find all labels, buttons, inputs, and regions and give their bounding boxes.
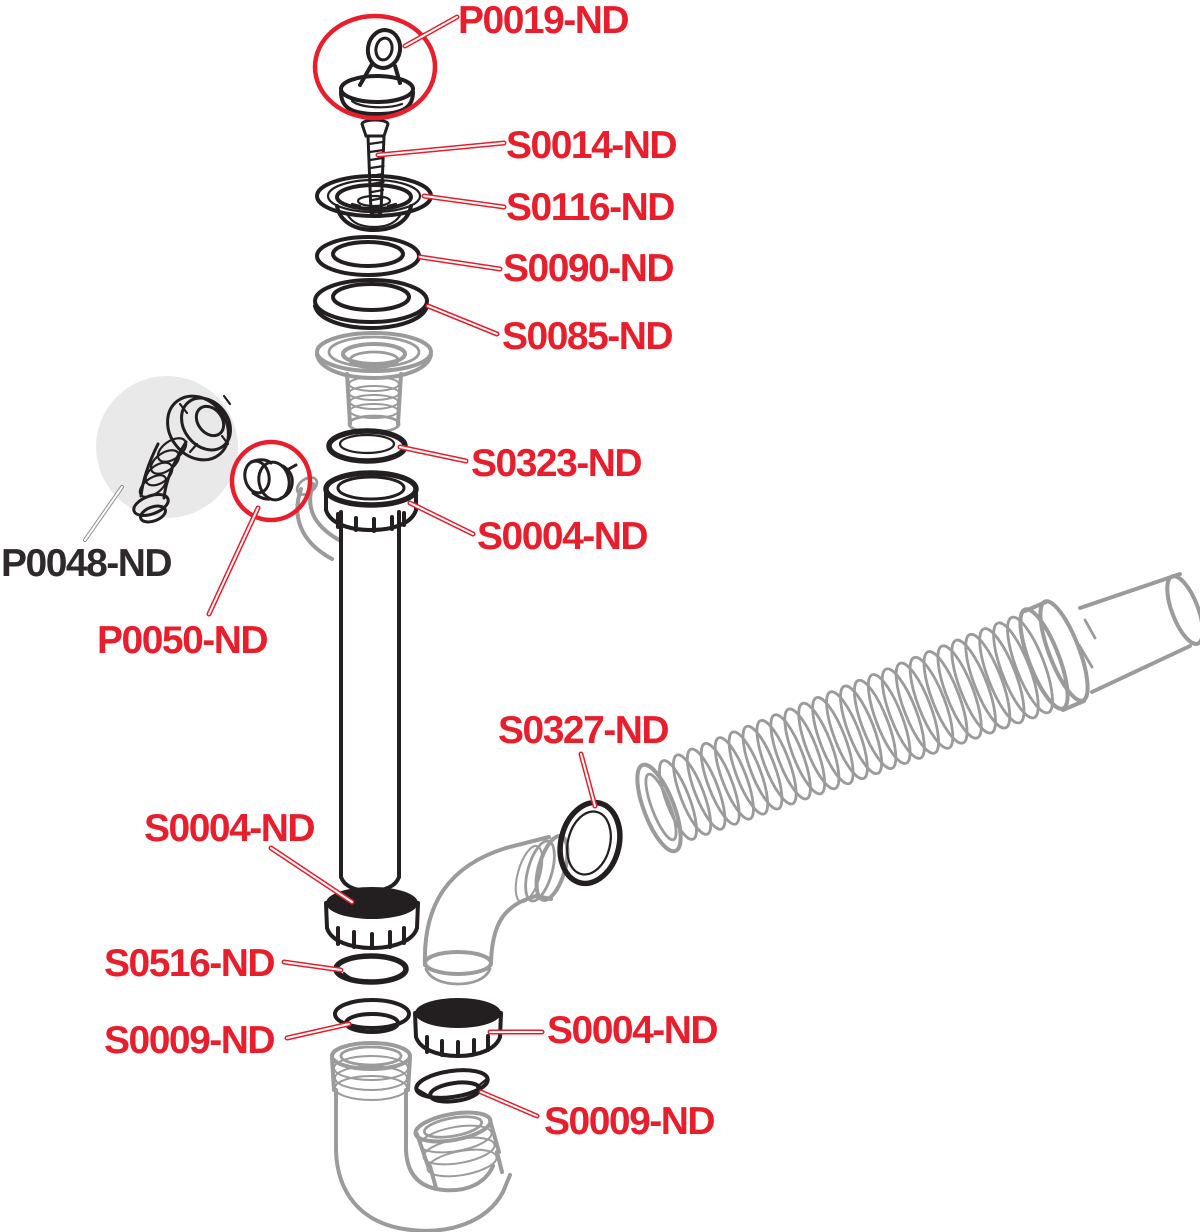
part-label-s0323-nd: S0323-ND <box>471 442 643 485</box>
part-label-s0004-nd-right: S0004-ND <box>547 1009 719 1052</box>
p0048-detail-circle <box>96 376 238 518</box>
part-label-p0050-nd: P0050-ND <box>97 619 269 662</box>
oring-s0323-drawing <box>326 428 408 464</box>
part-label-s0116-nd: S0116-ND <box>506 186 675 229</box>
screw-drawing <box>360 118 390 217</box>
washer-s0009-right-drawing <box>414 1068 490 1104</box>
leader-s0009-right <box>478 1089 540 1119</box>
hose-end-fitting-drawing <box>1018 572 1200 712</box>
part-label-s0014-nd: S0014-ND <box>506 124 678 167</box>
flexible-hose-drawing <box>635 615 1054 854</box>
washer-s0085-drawing <box>313 278 429 331</box>
standpipe-drawing <box>339 510 401 894</box>
part-label-s0327-nd: S0327-ND <box>498 709 670 752</box>
leader-p0048 <box>83 485 124 542</box>
plug-drawing <box>339 28 415 117</box>
part-label-p0019-nd: P0019-ND <box>458 0 630 42</box>
leader-p0019 <box>402 14 460 49</box>
part-label-s0004-nd-mid: S0004-ND <box>144 807 316 850</box>
part-label-s0009-nd-left: S0009-ND <box>104 1019 276 1062</box>
p0019-highlight-circle <box>312 13 438 121</box>
leader-s0323 <box>397 444 469 464</box>
leader-s0116 <box>421 193 507 210</box>
drain-body-drawing <box>315 331 433 434</box>
leader-s0090 <box>417 254 503 272</box>
gasket-s0090-drawing <box>315 235 421 277</box>
leader-s0085 <box>425 303 500 337</box>
p0050-highlight-circle <box>229 439 313 523</box>
part-label-s0009-nd-right: S0009-ND <box>544 1100 716 1143</box>
part-label-p0048-nd: P0048-ND <box>1 542 173 585</box>
oring-s0327-drawing <box>557 799 623 887</box>
elbow-drawing <box>422 834 570 986</box>
leader-s0004-mid <box>268 845 355 905</box>
leader-s0516 <box>281 959 344 973</box>
gasket-s0516-drawing <box>333 953 409 985</box>
leader-s0004-top <box>407 500 476 537</box>
nut-s0004-top-drawing <box>323 470 419 533</box>
strainer-drawing <box>315 174 433 233</box>
part-label-s0516-nd: S0516-ND <box>104 942 276 985</box>
leader-s0014 <box>375 140 507 158</box>
part-label-s0090-nd: S0090-ND <box>503 247 675 290</box>
nut-s0004-mid-drawing <box>324 887 420 951</box>
trap-drawing <box>330 1041 512 1232</box>
leader-s0009-left <box>284 1021 352 1041</box>
leader-s0327 <box>578 751 598 809</box>
leader-p0050 <box>206 505 261 617</box>
p0050-cap-drawing <box>243 458 298 502</box>
leader-lines <box>83 14 598 1119</box>
nut-s0004-right-drawing <box>413 998 503 1059</box>
p0048-connector-drawing <box>132 394 232 524</box>
inlet-spout-drawing <box>295 476 341 561</box>
part-label-s0004-nd-top: S0004-ND <box>477 515 649 558</box>
part-label-s0085-nd: S0085-ND <box>502 315 674 358</box>
